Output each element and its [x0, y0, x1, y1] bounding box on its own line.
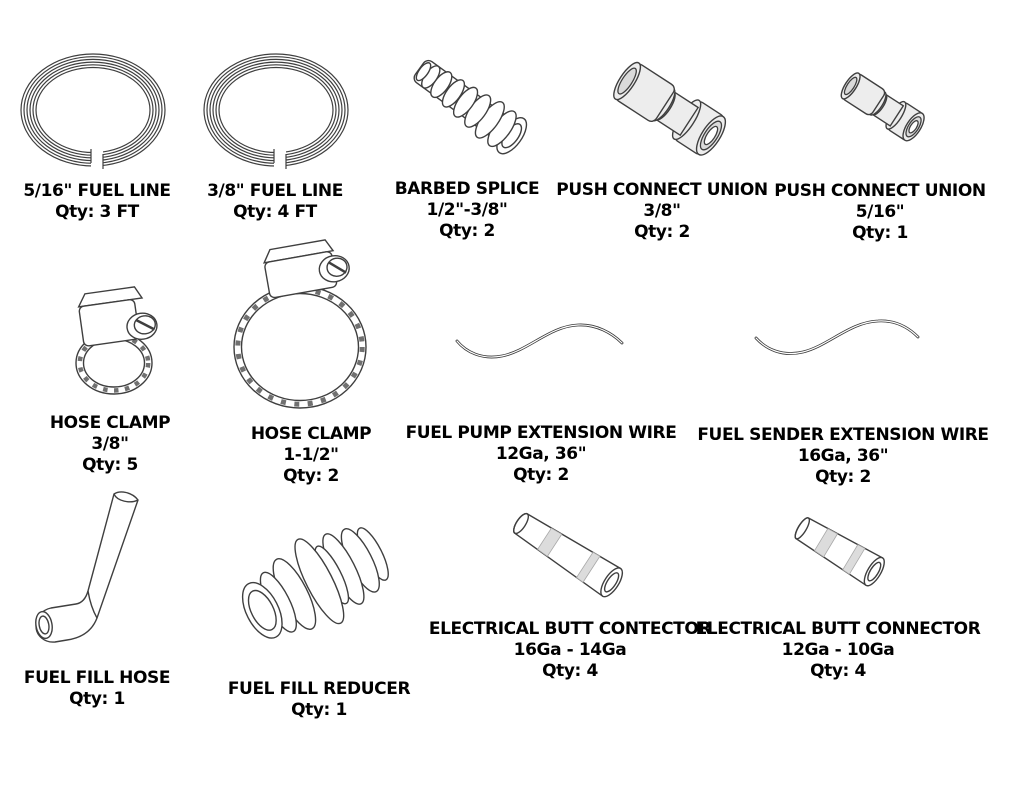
item-label: 3/8" FUEL LINE Qty: 4 FT [207, 181, 343, 223]
item-label: FUEL SENDER EXTENSION WIRE 16Ga, 36" Qty… [697, 425, 989, 488]
item-qty: Qty: 4 FT [233, 202, 317, 222]
item-label: ELECTRICAL BUTT CONNECTOR 12Ga - 10Ga Qt… [696, 619, 981, 682]
item-name: FUEL FILL HOSE [23, 668, 171, 688]
fuel-fill-hose-drawing [35, 491, 139, 643]
item-spec: 3/8" [643, 201, 681, 221]
item-name: 5/16" FUEL LINE [23, 181, 171, 201]
item-spec: 1/2"-3/8" [426, 200, 508, 220]
fuel-line-3-8-coil-drawing [203, 53, 349, 169]
fuel-fill-reducer-drawing [241, 527, 389, 639]
item-label: FUEL PUMP EXTENSION WIRE 12Ga, 36" Qty: … [406, 423, 677, 486]
fuel-sender-extension-wire-drawing [754, 319, 920, 355]
item-qty: Qty: 2 [283, 466, 339, 486]
push-connect-union-3-8-drawing [613, 61, 727, 156]
item-qty: Qty: 4 [542, 661, 598, 681]
item-name: FUEL FILL REDUCER [227, 679, 411, 699]
item-spec: 12Ga - 10Ga [781, 640, 895, 660]
item-qty: Qty: 1 [69, 689, 125, 709]
item-label: PUSH CONNECT UNION 5/16" Qty: 1 [774, 181, 986, 244]
item-spec: 16Ga, 36" [797, 446, 889, 466]
item-name: FUEL SENDER EXTENSION WIRE [697, 425, 989, 445]
hose-clamp-1-1-2-drawing [233, 239, 367, 409]
item-qty: Qty: 5 [82, 455, 138, 475]
item-name: PUSH CONNECT UNION [774, 181, 986, 201]
butt-connector-16-14-drawing [513, 512, 624, 598]
item-name: PUSH CONNECT UNION [556, 180, 768, 200]
item-spec: 3/8" [91, 434, 129, 454]
item-spec: 1-1/2" [283, 445, 339, 465]
item-qty: Qty: 4 [810, 661, 866, 681]
fuel-pump-extension-wire-drawing [455, 323, 624, 359]
item-name: BARBED SPLICE [394, 179, 540, 199]
item-spec: 5/16" [855, 202, 905, 222]
item-name: ELECTRICAL BUTT CONTECTOR [428, 619, 712, 639]
item-label: FUEL FILL REDUCER Qty: 1 [227, 679, 411, 721]
item-label: HOSE CLAMP 1-1/2" Qty: 2 [250, 424, 372, 487]
item-name: ELECTRICAL BUTT CONNECTOR [695, 619, 981, 639]
fuel-line-5-16-coil-drawing [20, 53, 166, 169]
item-name: 3/8" FUEL LINE [207, 181, 343, 201]
hose-clamp-3-8-drawing [75, 286, 158, 395]
item-qty: Qty: 3 FT [55, 202, 139, 222]
item-name: HOSE CLAMP [49, 413, 171, 433]
item-label: FUEL FILL HOSE Qty: 1 [23, 668, 171, 710]
item-qty: Qty: 2 [439, 221, 495, 241]
item-qty: Qty: 2 [815, 467, 871, 487]
item-label: BARBED SPLICE 1/2"-3/8" Qty: 2 [395, 179, 540, 242]
push-connect-union-5-16-drawing [840, 72, 925, 142]
barbed-splice-drawing [413, 59, 528, 155]
item-qty: Qty: 2 [634, 222, 690, 242]
butt-connector-12-10-drawing [794, 517, 885, 587]
item-label: ELECTRICAL BUTT CONTECTOR 16Ga - 14Ga Qt… [428, 619, 712, 682]
item-qty: Qty: 1 [852, 223, 908, 243]
item-qty: Qty: 1 [291, 700, 347, 720]
item-qty: Qty: 2 [513, 465, 569, 485]
item-label: 5/16" FUEL LINE Qty: 3 FT [23, 181, 171, 223]
item-name: FUEL PUMP EXTENSION WIRE [405, 423, 677, 443]
item-spec: 12Ga, 36" [495, 444, 587, 464]
item-spec: 16Ga - 14Ga [513, 640, 627, 660]
item-name: HOSE CLAMP [250, 424, 372, 444]
item-label: PUSH CONNECT UNION 3/8" Qty: 2 [556, 180, 768, 243]
item-label: HOSE CLAMP 3/8" Qty: 5 [49, 413, 171, 476]
